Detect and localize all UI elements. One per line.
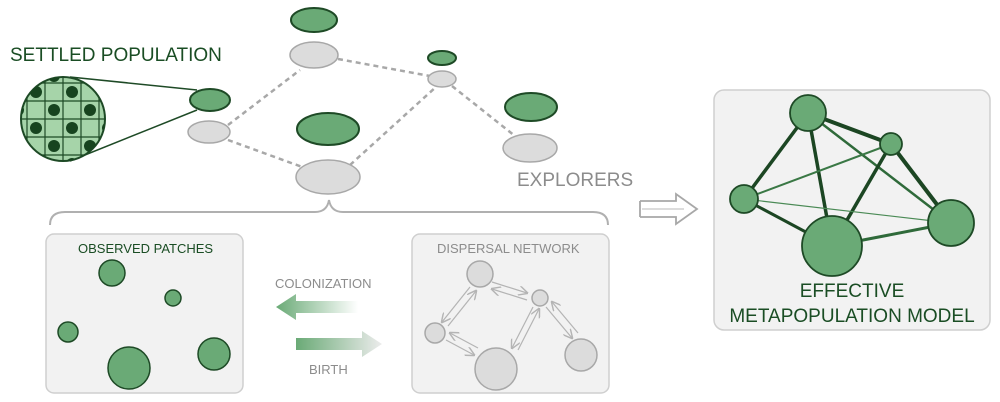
birth-arrow (296, 331, 382, 357)
observed-patch-circles (57, 259, 231, 390)
colonization-arrow (276, 294, 358, 320)
to-model-arrow (639, 192, 699, 226)
effective-label-line1: EFFECTIVE (800, 281, 905, 302)
birth-label: BIRTH (309, 362, 348, 377)
green-explorer-patches (189, 7, 558, 146)
dispersal-network-panel (411, 233, 610, 394)
dispersal-nodes (424, 260, 598, 391)
model-nodes (729, 94, 975, 277)
dispersal-network-title: DISPERSAL NETWORK (437, 241, 580, 256)
zoomed-patch-grid (20, 76, 106, 162)
settled-population-label: SETTLED POPULATION (10, 45, 222, 66)
colonization-label: COLONIZATION (275, 276, 372, 291)
top-network-links (227, 57, 521, 170)
dispersal-arrows (442, 281, 579, 355)
grey-patches-top (187, 41, 558, 195)
grouping-brace (49, 199, 609, 226)
observed-patches-panel (45, 233, 244, 394)
observed-patches-title: OBSERVED PATCHES (78, 241, 213, 256)
zoom-line-top (69, 76, 198, 91)
effective-label-line2: METAPOPULATION MODEL (729, 306, 974, 327)
explorers-label: EXPLORERS (517, 170, 633, 191)
zoom-line-bottom (69, 109, 198, 162)
